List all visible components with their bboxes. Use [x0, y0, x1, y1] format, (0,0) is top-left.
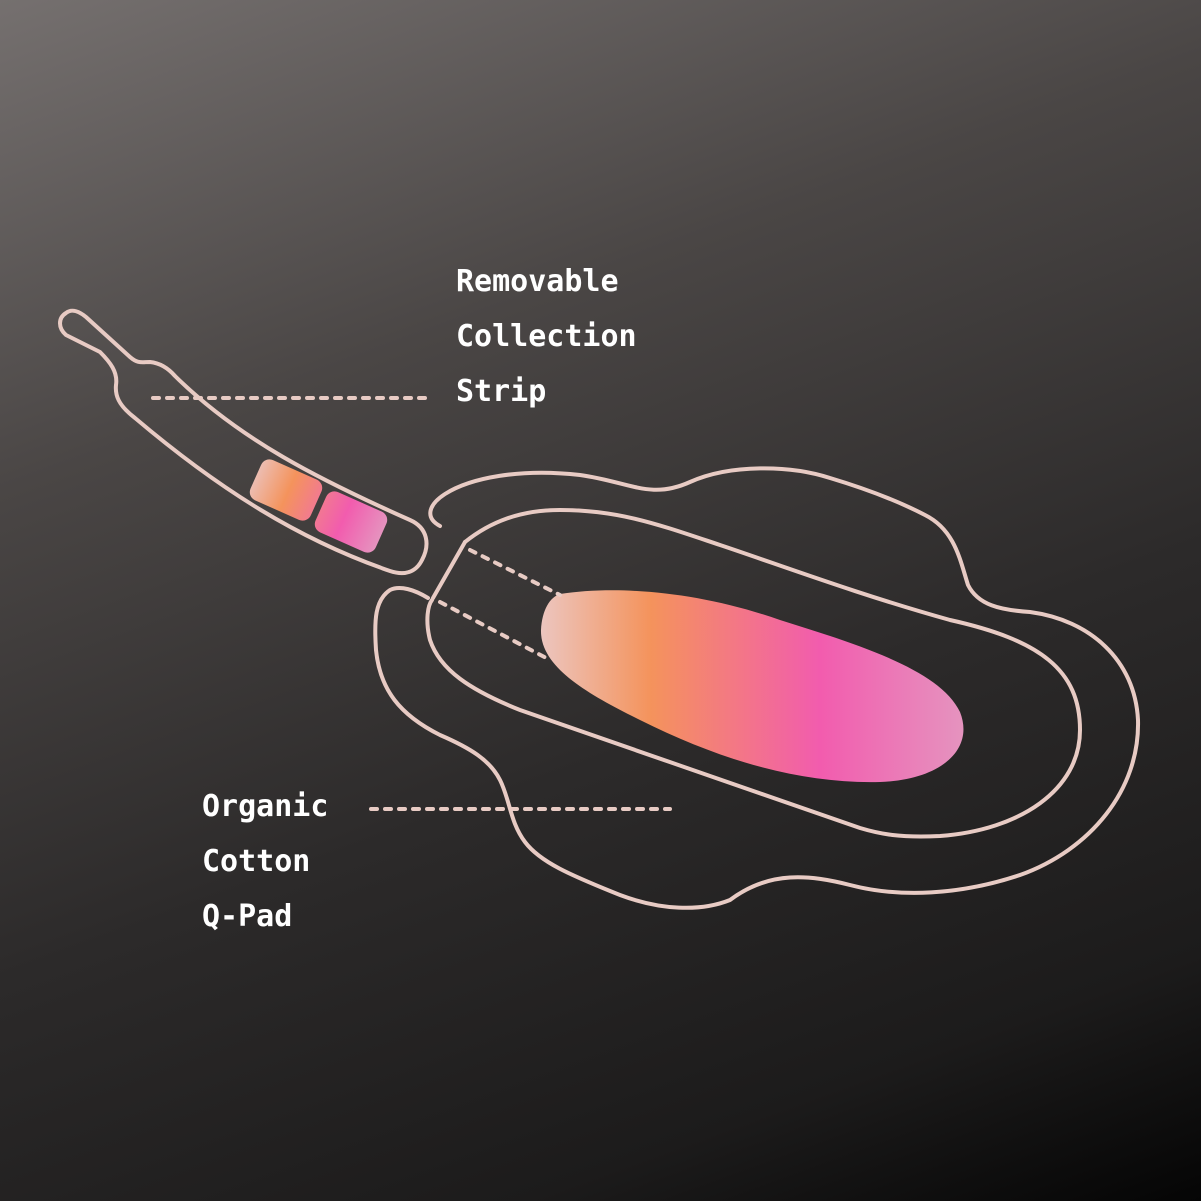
pad-label: Organic Cotton Q-Pad [202, 779, 328, 944]
strip-connector [431, 540, 467, 600]
core-projection-line-bottom [438, 600, 552, 662]
pad-label-line-2: Cotton [202, 844, 311, 879]
collection-strip-outline [58, 308, 429, 576]
pad-label-line-1: Organic [202, 789, 329, 824]
pad-inner-outline [425, 508, 1082, 839]
pad-label-line-3: Q-Pad [202, 899, 293, 934]
sample-window-1 [249, 459, 323, 521]
absorbent-core [540, 590, 964, 783]
strip-label-line-2: Collection [456, 319, 637, 354]
strip-label: Removable Collection Strip [456, 254, 637, 419]
sample-window-2 [314, 491, 388, 553]
pad-outer-outline [373, 466, 1141, 910]
core-projection-line-top [468, 548, 562, 597]
strip-label-line-3: Strip [456, 374, 547, 409]
strip-label-line-1: Removable [456, 264, 619, 299]
